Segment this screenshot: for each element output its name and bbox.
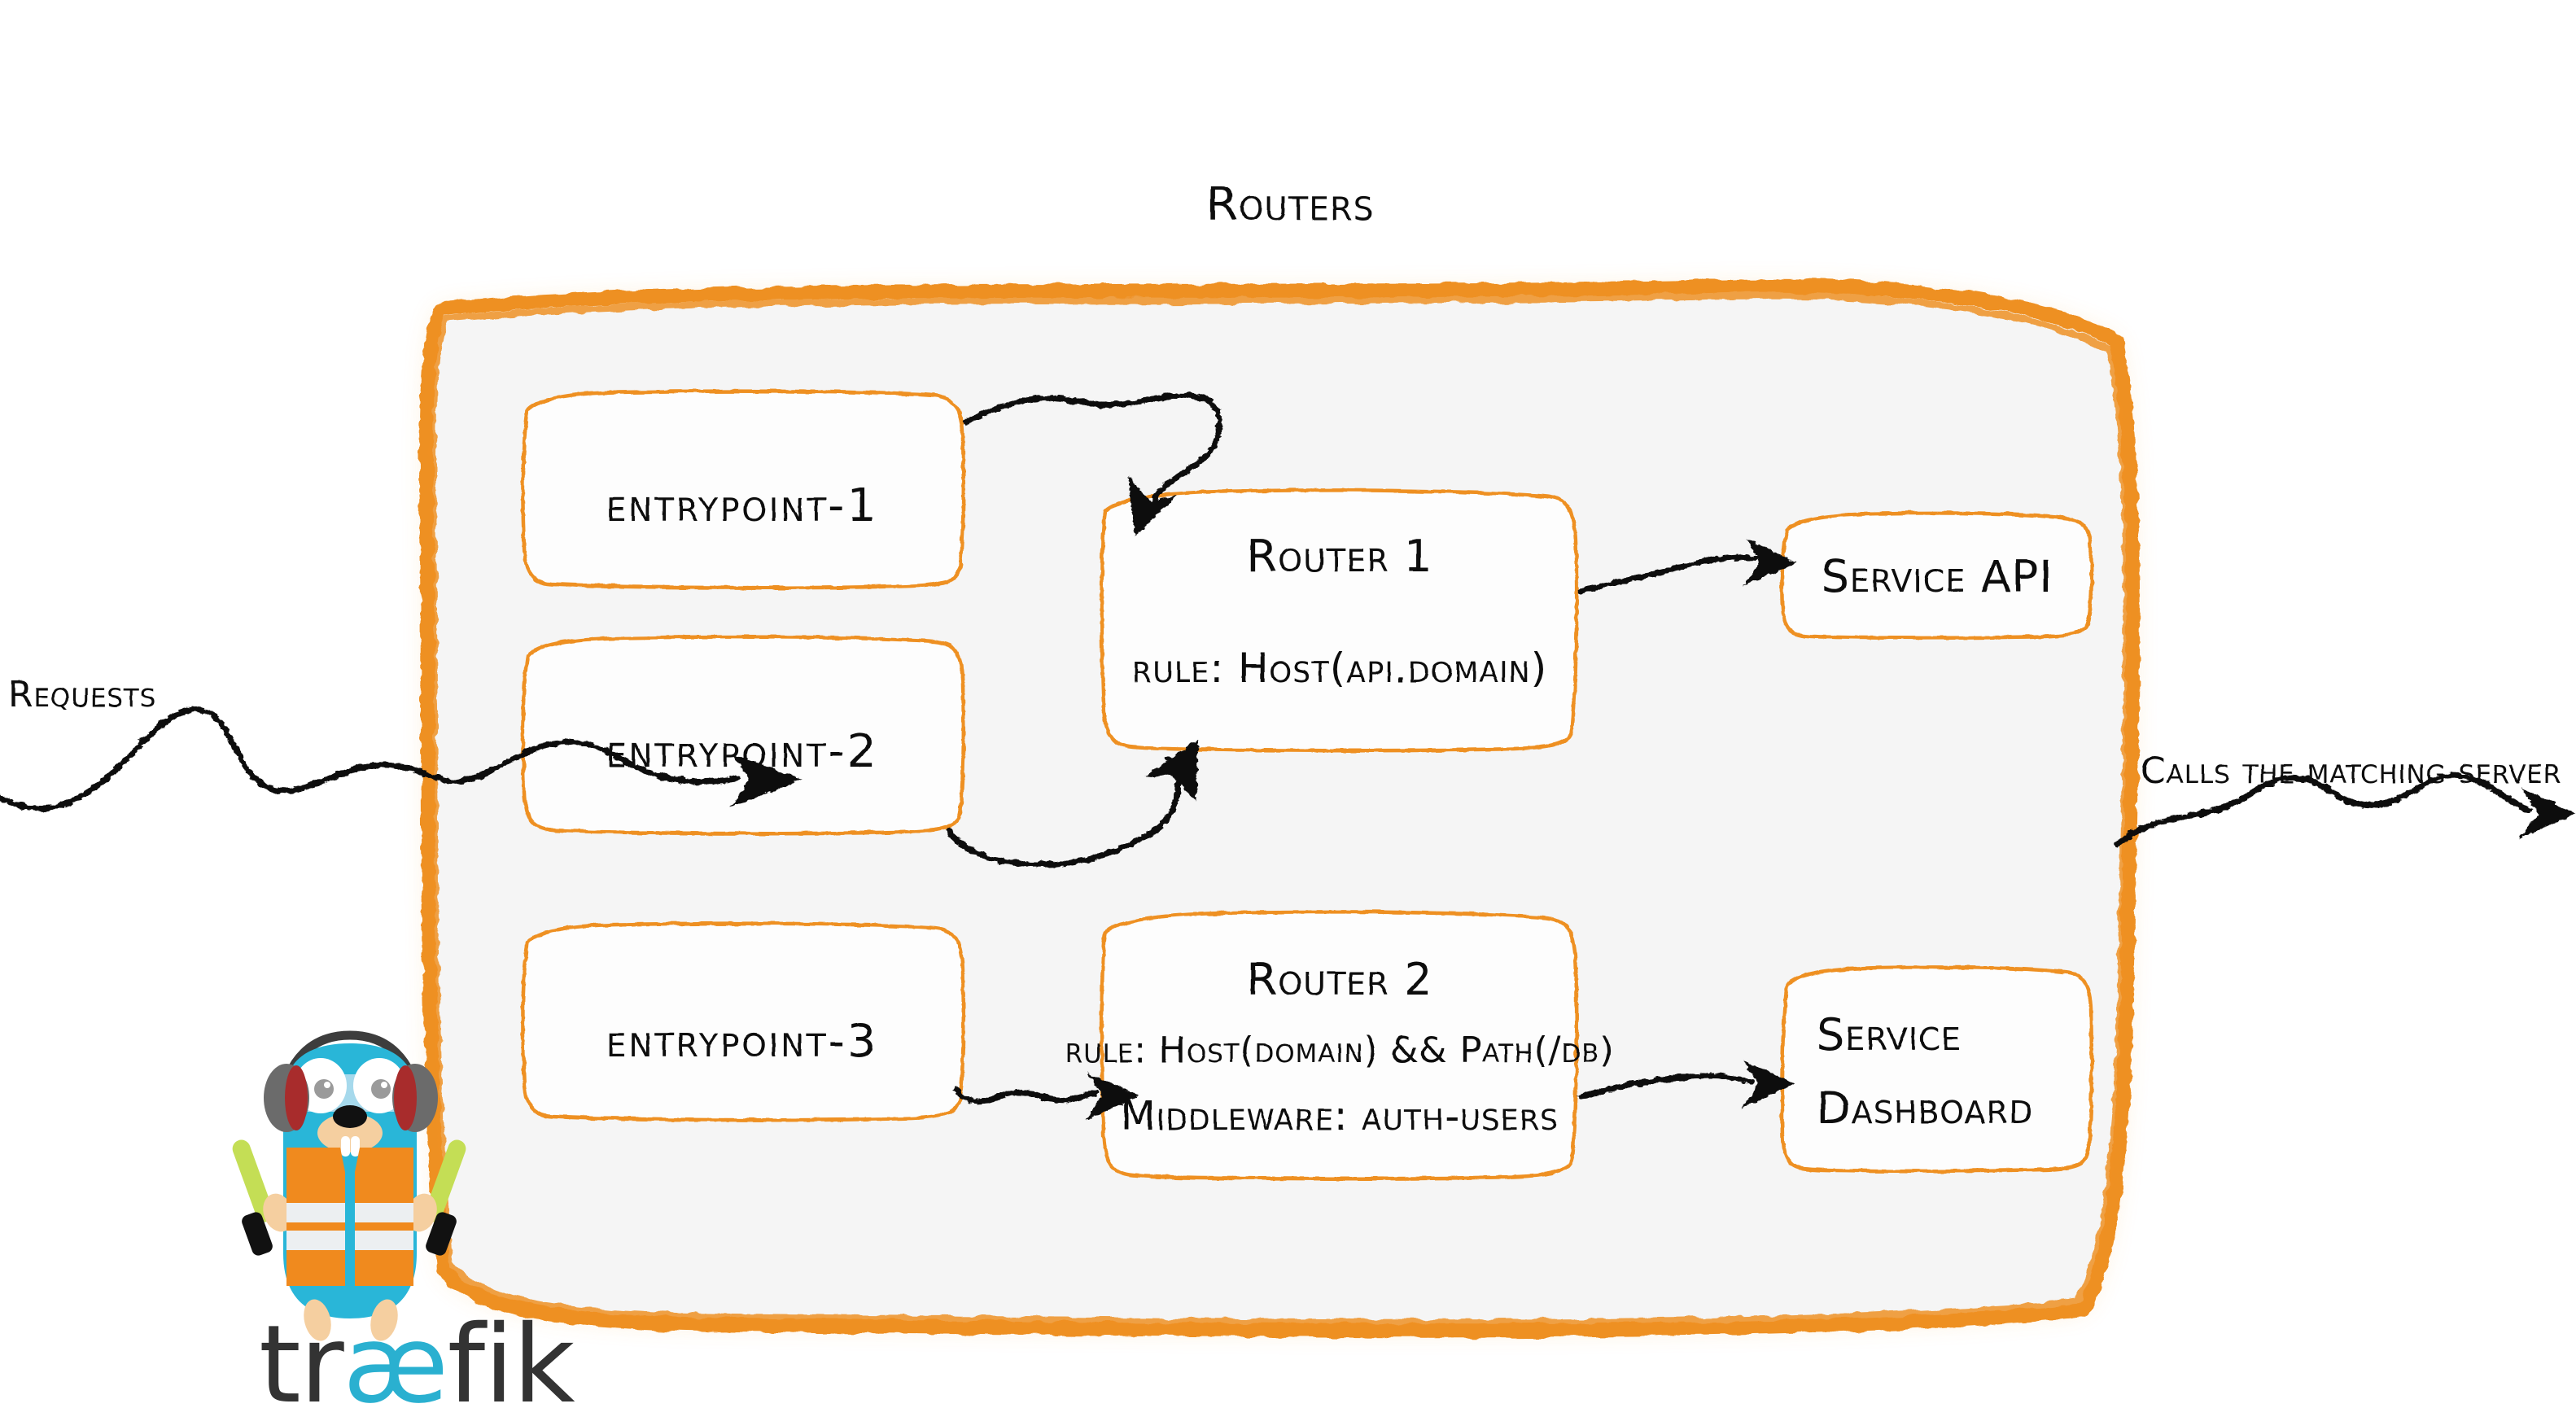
gopher-foot-right — [370, 1299, 398, 1341]
entrypoint-2-label: entrypoint-2 — [606, 725, 878, 778]
gopher-safety-vest — [286, 1148, 413, 1286]
wordmark-pre: tr — [259, 1302, 344, 1408]
arrow-router2-to-service-dashboard — [1577, 1060, 1795, 1108]
calls-matching-server-label: Calls the matching server — [2141, 750, 2561, 792]
service-dashboard-box[interactable]: Service Dashboard — [1780, 965, 2094, 1174]
traefik-wordmark: træfik — [259, 1302, 575, 1408]
router-1-name: Router 1 — [1246, 531, 1432, 582]
requests-label: Requests — [8, 674, 156, 715]
headphone-cup-right-icon — [392, 1064, 438, 1132]
router-2-rule: rule: Host(domain) && Path(/db) — [1065, 1030, 1615, 1071]
gopher-muzzle — [317, 1113, 383, 1152]
router-1-box[interactable]: Router 1 rule: Host(api.domain) — [1100, 488, 1579, 753]
calls-matching-server-arrow — [2113, 772, 2576, 848]
entrypoint-2-box[interactable]: entrypoint-2 — [521, 635, 966, 836]
left-wand-icon — [232, 1139, 274, 1256]
router-2-box[interactable]: Router 2 rule: Host(domain) && Path(/db)… — [1065, 910, 1615, 1181]
entrypoint-1-label: entrypoint-1 — [606, 479, 878, 532]
router-1-rule: rule: Host(api.domain) — [1132, 645, 1547, 692]
entrypoint-3-label: entrypoint-3 — [606, 1015, 878, 1068]
requests-arrow — [0, 706, 803, 811]
arrow-entrypoint3-to-router2 — [953, 1073, 1139, 1120]
entrypoint-1-box[interactable]: entrypoint-1 — [521, 389, 966, 590]
service-dashboard-line-1: Service — [1817, 1009, 1962, 1060]
service-api-label: Service API — [1822, 551, 2053, 602]
arrow-router1-to-service-api — [1577, 539, 1797, 594]
service-api-box[interactable]: Service API — [1780, 511, 2094, 641]
panel-title: Routers — [1206, 178, 1374, 231]
router-2-middleware: Middleware: auth-users — [1121, 1092, 1559, 1139]
headphone-cup-left-icon — [264, 1064, 309, 1132]
service-dashboard-line-2: Dashboard — [1817, 1082, 2033, 1134]
router-2-name: Router 2 — [1246, 954, 1432, 1005]
gopher-foot-left — [304, 1299, 331, 1341]
gopher-mascot — [232, 1030, 466, 1341]
wordmark-post: fik — [448, 1302, 576, 1408]
arrow-entrypoint2-to-router1 — [946, 739, 1198, 868]
arrow-entrypoint1-to-router1 — [964, 392, 1222, 537]
gopher-nose-icon — [333, 1105, 367, 1128]
panel-border — [418, 278, 2141, 1338]
wordmark-ae: æ — [343, 1302, 447, 1408]
